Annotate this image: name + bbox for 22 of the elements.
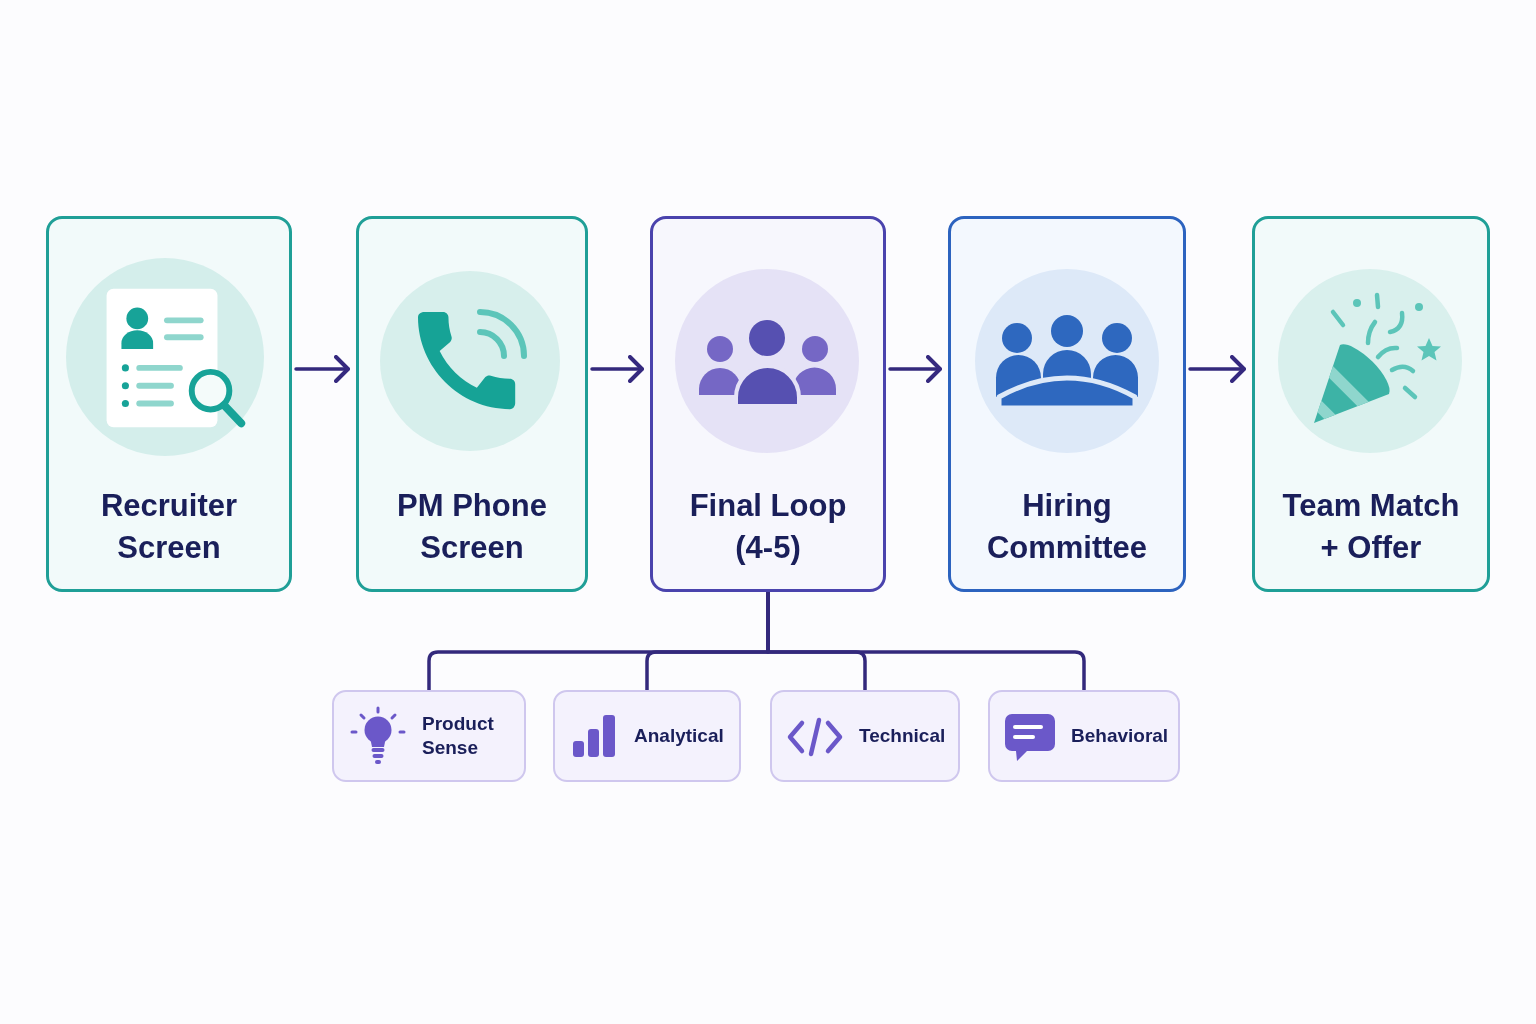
interview-label: Analytical (634, 724, 725, 748)
arrow (888, 355, 942, 383)
arrow (590, 355, 644, 383)
stage-title: Final Loop (4-5) (688, 487, 848, 567)
stage-title: Hiring Committee (985, 487, 1149, 567)
stage-card (948, 216, 1186, 592)
stage-title: Recruiter Screen (99, 487, 239, 567)
interview-label: Technical (859, 724, 947, 748)
interview-label: Product Sense (422, 712, 495, 760)
stage-card (46, 216, 292, 592)
interview-card (553, 690, 741, 782)
arrow (1188, 355, 1246, 383)
interview-card (988, 690, 1180, 782)
interview-card (770, 690, 960, 782)
stage-card (1252, 216, 1490, 592)
arrow (294, 355, 350, 383)
stage-title: PM Phone Screen (396, 487, 548, 567)
interview-label: Behavioral (1071, 724, 1170, 748)
stage-card (650, 216, 886, 592)
stage-title: Team Match + Offer (1281, 487, 1461, 567)
interview-card (332, 690, 526, 782)
stage-card (356, 216, 588, 592)
